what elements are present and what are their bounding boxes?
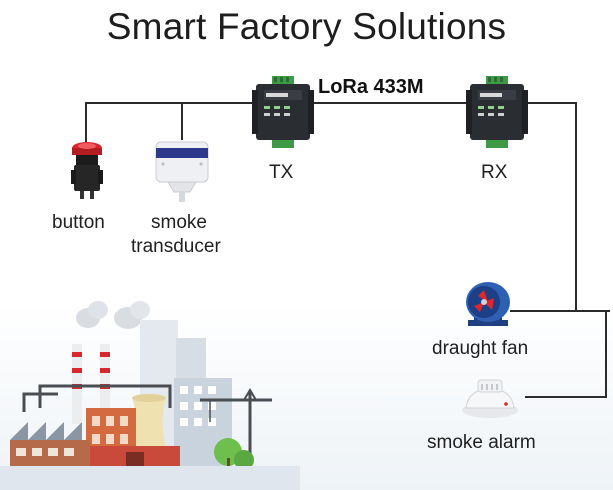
wire-to-button xyxy=(85,102,87,142)
smoke-alarm-label: smoke alarm xyxy=(427,432,536,453)
wire-to-draught-fan xyxy=(510,310,610,312)
wire-to-smoke-alarm xyxy=(525,396,607,398)
wire-to-smoke-transducer xyxy=(181,102,183,140)
wire-rx-right-top xyxy=(520,102,575,104)
factory-illustration xyxy=(0,301,300,490)
lora-receiver-icon xyxy=(466,76,528,148)
wire-fan-alarm-vertical xyxy=(605,310,607,398)
smoke-transducer-label-line1: smoke xyxy=(151,212,207,233)
smoke-alarm-icon xyxy=(462,379,518,418)
button-label: button xyxy=(52,212,105,233)
page-title: Smart Factory Solutions xyxy=(106,6,507,47)
smoke-sensor-icon xyxy=(155,141,209,202)
lora-link-label: LoRa 433M xyxy=(318,76,424,98)
lora-transmitter-icon xyxy=(252,76,314,148)
wire-tx-left-top xyxy=(85,102,257,104)
tx-label: TX xyxy=(269,162,294,183)
wire-rx-right-vertical xyxy=(575,102,577,310)
smoke-transducer-label-line2: transducer xyxy=(131,236,221,257)
push-button-icon xyxy=(71,142,103,199)
draught-fan-label: draught fan xyxy=(432,338,529,359)
rx-label: RX xyxy=(481,162,508,183)
axial-fan-icon xyxy=(466,282,510,326)
wire-tx-rx-link xyxy=(310,102,468,104)
